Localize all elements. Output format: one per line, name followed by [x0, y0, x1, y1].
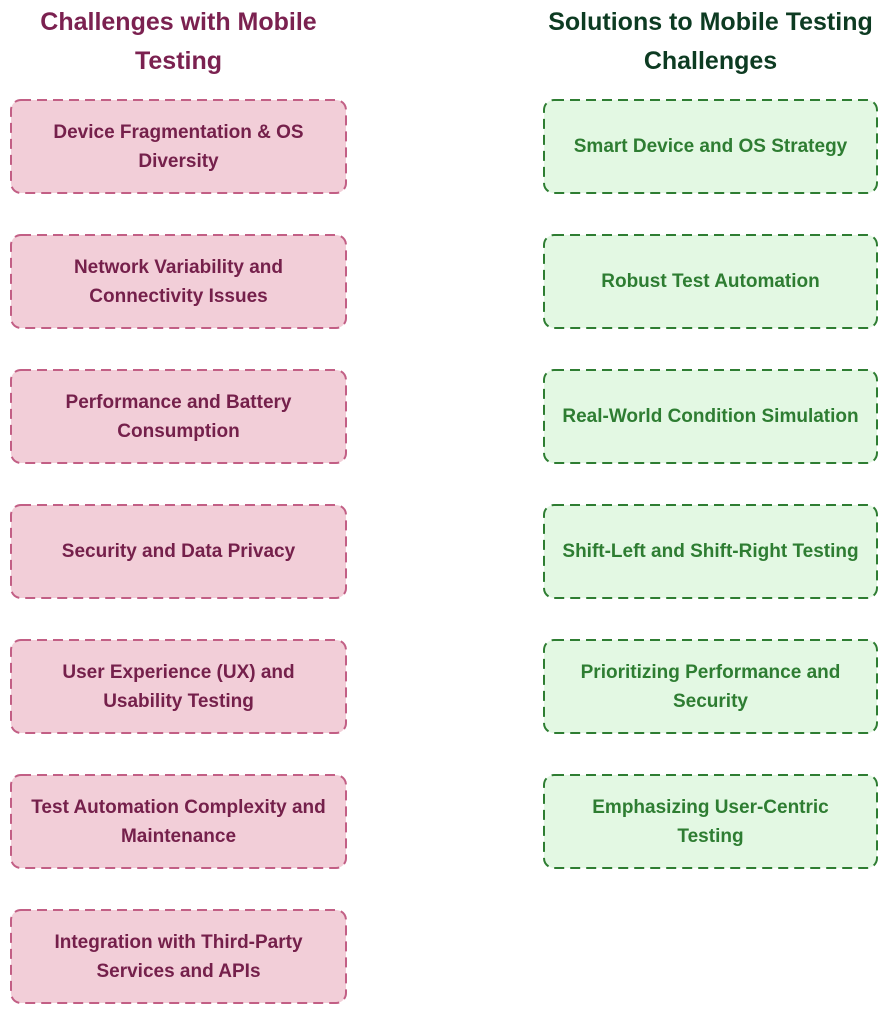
dashed-box-outline	[543, 504, 878, 599]
solution-box-label: Robust Test Automation	[601, 271, 820, 292]
dashed-box-outline	[10, 774, 347, 869]
challenge-box: Device Fragmentation & OS Diversity	[10, 99, 347, 194]
challenges-column: Challenges with Mobile Testing Device Fr…	[10, 0, 347, 1012]
dashed-box-outline	[10, 234, 347, 329]
dashed-box-outline	[10, 909, 347, 1004]
challenge-box: Performance and Battery Consumption	[10, 369, 347, 464]
challenge-box-label: User Experience (UX) and Usability Testi…	[62, 661, 295, 712]
solution-box: Real-World Condition Simulation	[543, 369, 878, 464]
challenge-box-label: Performance and Battery Consumption	[65, 391, 292, 442]
challenge-box-label: Integration with Third-Party Services an…	[54, 931, 303, 982]
solution-box-label: Real-World Condition Simulation	[562, 406, 859, 427]
challenge-box: Network Variability and Connectivity Iss…	[10, 234, 347, 329]
solution-box: Emphasizing User-Centric Testing	[543, 774, 878, 869]
dashed-box-outline	[543, 639, 878, 734]
challenges-column-title: Challenges with Mobile Testing	[40, 8, 317, 75]
dashed-box-outline	[10, 369, 347, 464]
solution-box: Robust Test Automation	[543, 234, 878, 329]
solutions-column-title: Solutions to Mobile Testing Challenges	[548, 8, 873, 75]
dashed-box-outline	[543, 234, 878, 329]
challenge-box: Integration with Third-Party Services an…	[10, 909, 347, 1004]
dashed-box-outline	[543, 369, 878, 464]
dashed-box-outline	[10, 639, 347, 734]
challenge-box-label: Security and Data Privacy	[61, 541, 296, 562]
challenge-box: User Experience (UX) and Usability Testi…	[10, 639, 347, 734]
challenge-box-label: Network Variability and Connectivity Iss…	[73, 256, 284, 307]
challenge-box-label: Device Fragmentation & OS Diversity	[53, 121, 304, 172]
solution-box: Shift-Left and Shift-Right Testing	[543, 504, 878, 599]
challenge-box: Security and Data Privacy	[10, 504, 347, 599]
solution-box-label: Shift-Left and Shift-Right Testing	[562, 541, 859, 562]
dashed-box-outline	[543, 99, 878, 194]
solution-box: Smart Device and OS Strategy	[543, 99, 878, 194]
solution-box-label: Prioritizing Performance and Security	[580, 661, 841, 712]
solutions-column: Solutions to Mobile Testing Challenges S…	[543, 0, 878, 909]
challenge-box-label: Test Automation Complexity and Maintenan…	[31, 796, 326, 847]
solution-box: Prioritizing Performance and Security	[543, 639, 878, 734]
challenge-box: Test Automation Complexity and Maintenan…	[10, 774, 347, 869]
solution-box-label: Emphasizing User-Centric Testing	[592, 796, 829, 847]
dashed-box-outline	[10, 99, 347, 194]
dashed-box-outline	[10, 504, 347, 599]
solution-box-label: Smart Device and OS Strategy	[573, 136, 848, 157]
dashed-box-outline	[543, 774, 878, 869]
